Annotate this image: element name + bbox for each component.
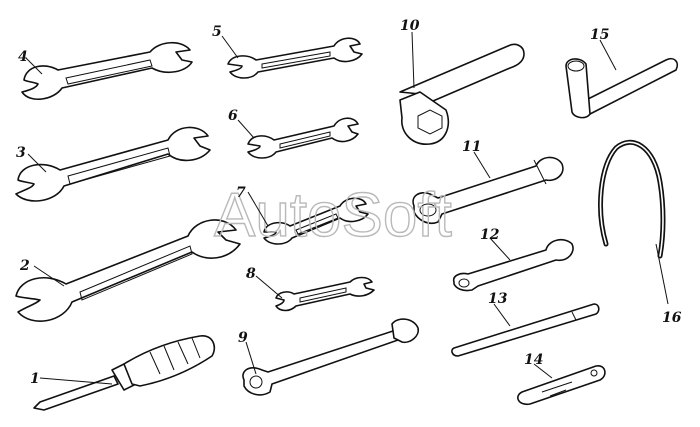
- wrench-5: [227, 37, 363, 79]
- callout-5: 5: [212, 24, 222, 40]
- wrench-6: [247, 117, 359, 159]
- box-wrench-12: [452, 238, 574, 292]
- screwdriver-1: [33, 335, 216, 411]
- callout-1: 1: [30, 371, 40, 387]
- callout-11: 11: [462, 139, 481, 155]
- box-wrench-11: [412, 156, 564, 225]
- l-key-15: [565, 57, 679, 119]
- wrench-2: [15, 219, 241, 322]
- blade-14: [517, 365, 606, 406]
- wrench-3: [15, 126, 211, 202]
- leader-lines: [25, 31, 669, 385]
- watermark-text: AutoSoft: [214, 181, 452, 250]
- callout-2: 2: [19, 258, 30, 274]
- callout-12: 12: [480, 227, 500, 243]
- callout-16: 16: [662, 310, 682, 326]
- callout-3: 3: [16, 145, 26, 161]
- hose-16: [598, 139, 666, 259]
- wrench-4: [21, 41, 193, 100]
- callout-4: 4: [18, 49, 28, 65]
- callout-8: 8: [246, 266, 256, 282]
- socket-key-10: [399, 43, 525, 145]
- callout-7: 7: [236, 185, 246, 201]
- callout-6: 6: [228, 108, 238, 124]
- wrench-7: [263, 197, 369, 245]
- wrench-8: [275, 276, 375, 312]
- rod-13: [451, 303, 600, 357]
- callout-14: 14: [524, 352, 543, 368]
- socket-wrench-9: [242, 318, 420, 396]
- callout-15: 15: [590, 27, 609, 43]
- callout-13: 13: [488, 291, 508, 307]
- callout-9: 9: [238, 330, 248, 346]
- callout-10: 10: [400, 18, 420, 34]
